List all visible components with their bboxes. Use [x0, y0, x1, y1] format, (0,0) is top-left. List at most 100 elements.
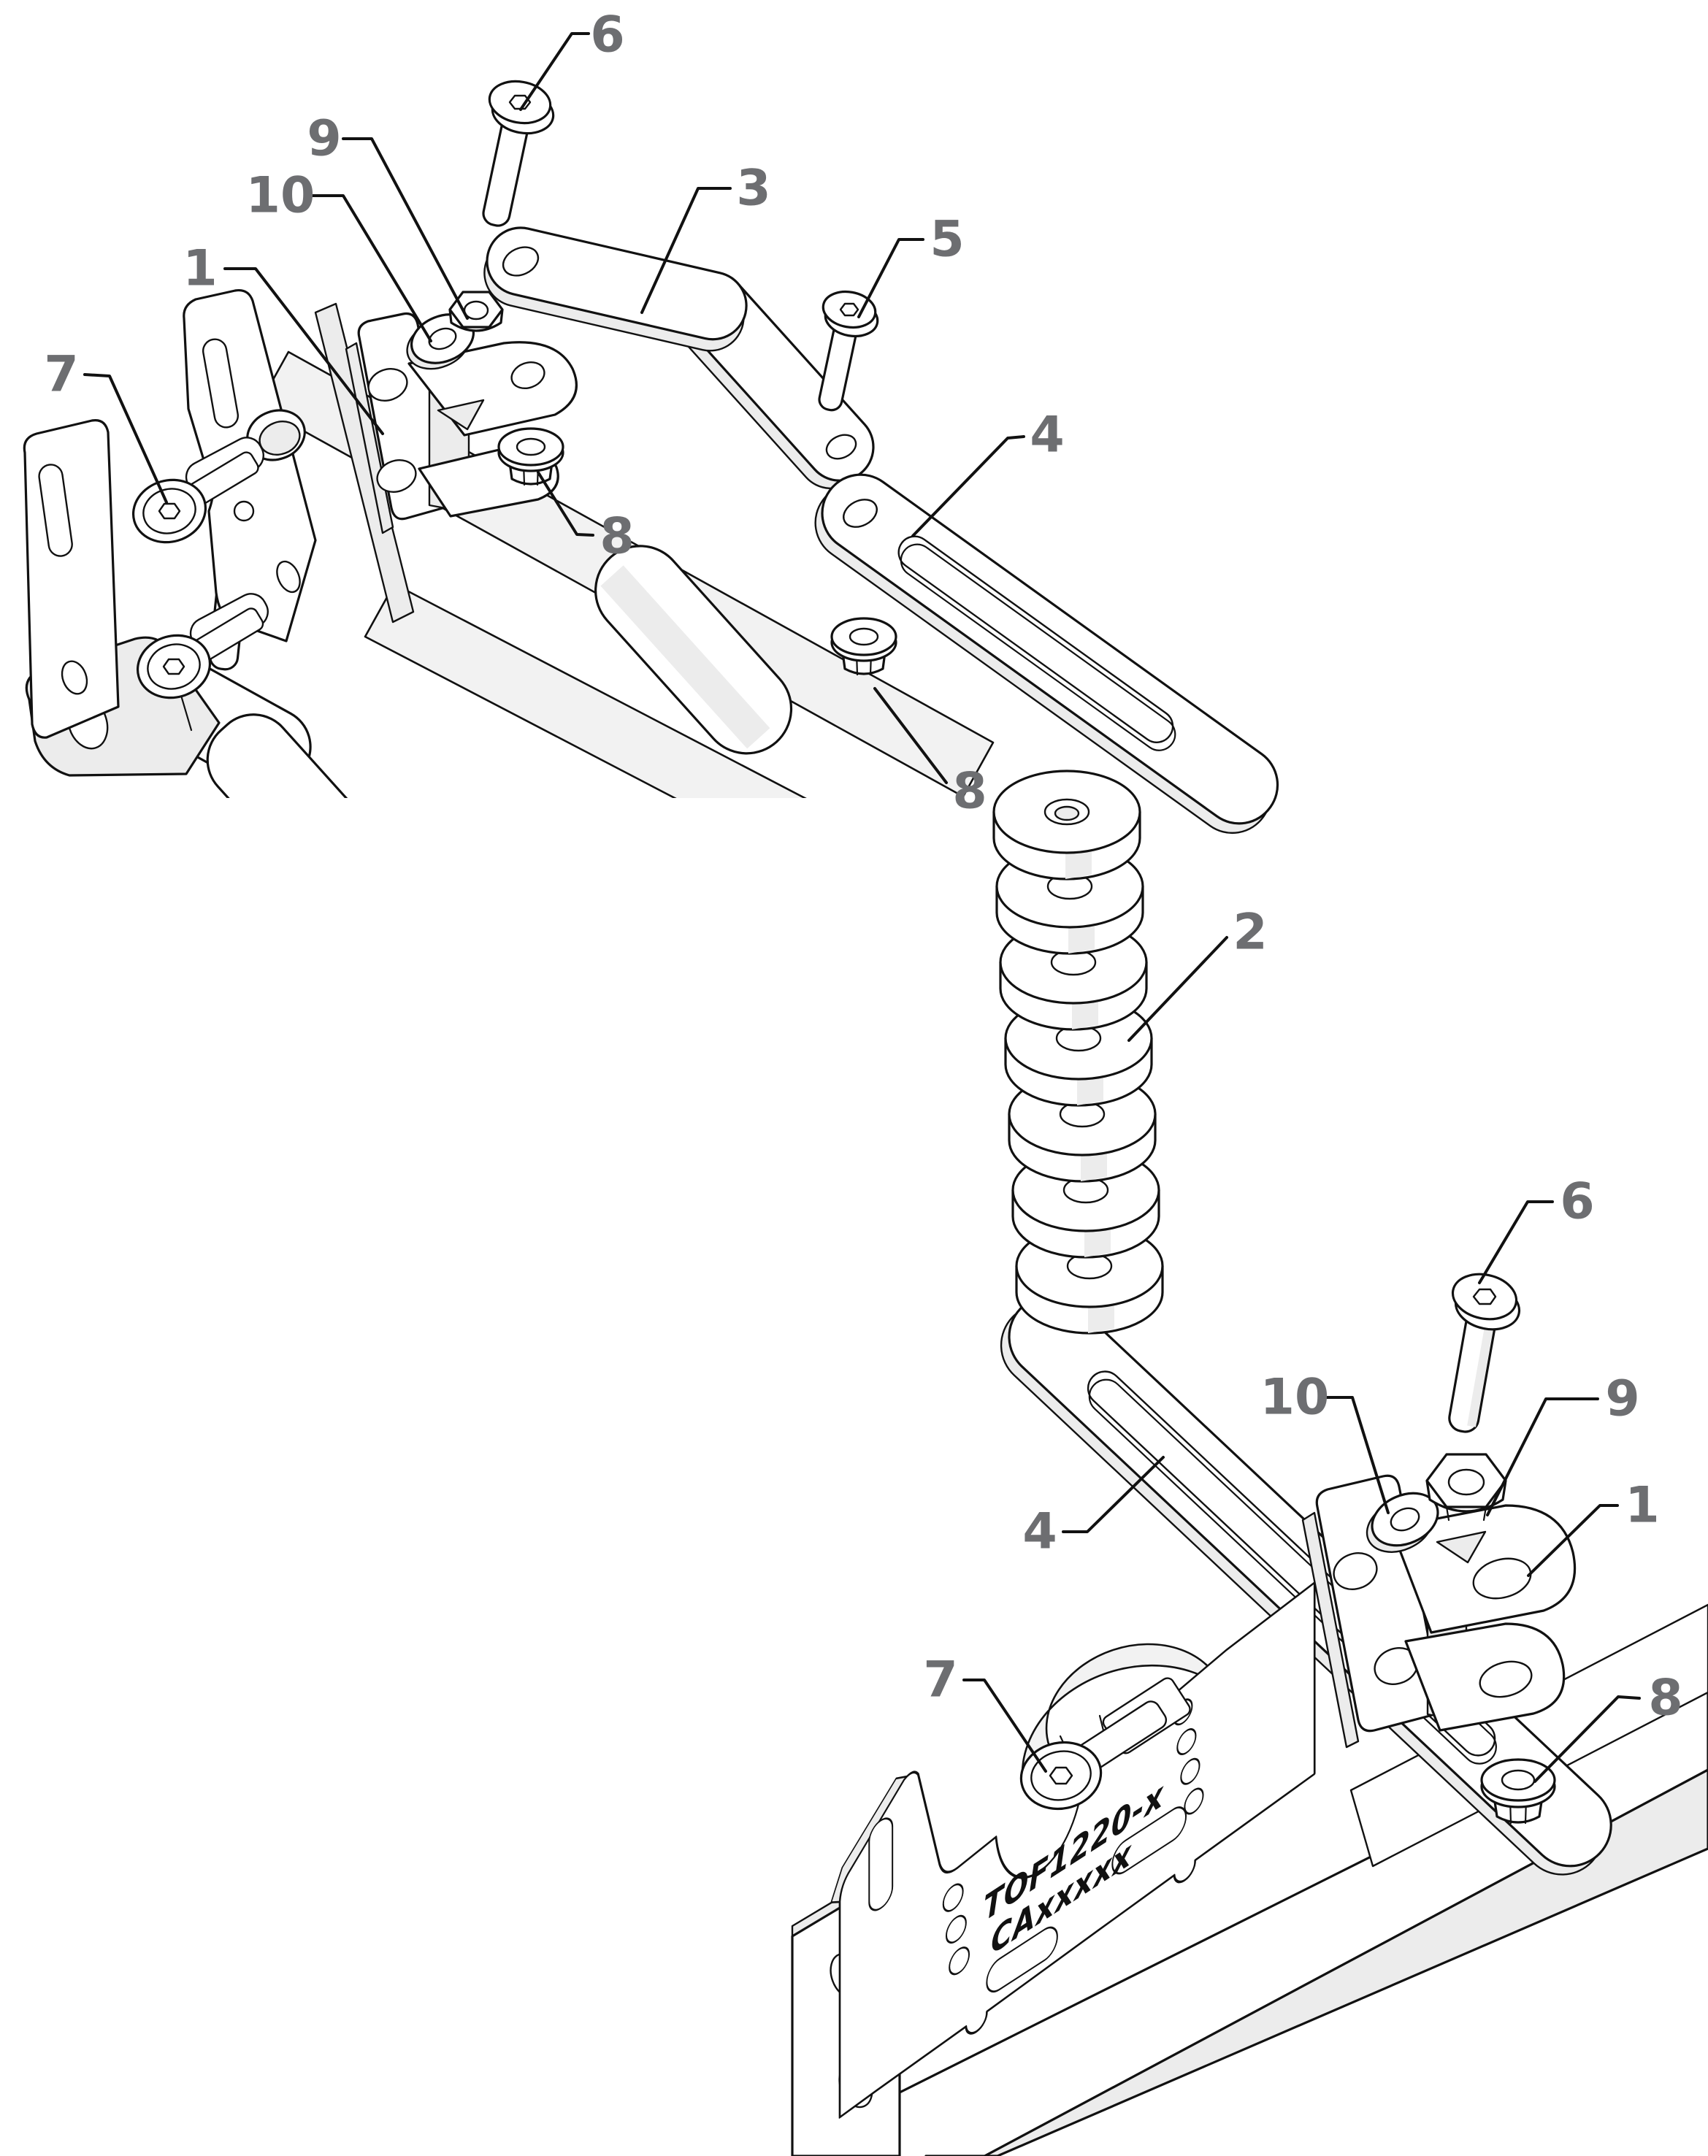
bracket-hole-top: [1333, 1552, 1378, 1590]
gusset-oval-hole: [276, 560, 301, 594]
bracket-tongue-lower-hole: [1479, 1660, 1533, 1698]
strap-slot: [897, 535, 1174, 743]
plate-slot-b: [1111, 1806, 1187, 1875]
callout-number: 8: [600, 508, 634, 566]
offset-link-arm: [483, 226, 875, 490]
callout-1-lower: 1: [1527, 1477, 1660, 1577]
gusset-left-oval: [61, 660, 88, 695]
gusset-small-hole: [233, 500, 255, 522]
callout-2-lower: 2: [1127, 904, 1268, 1042]
plate-hole: [1180, 1757, 1200, 1785]
spacer-shade: [1072, 999, 1098, 1029]
callout-4-lower: 4: [1022, 1456, 1165, 1561]
pivot-bracket-lower: [1301, 1474, 1577, 1749]
button-head-bolt-long-upper: [482, 80, 555, 227]
countersunk-screw-lower: [1019, 1677, 1191, 1811]
button-head-bolt-long-lower: [1448, 1273, 1521, 1433]
spacer-stack: [992, 770, 1164, 1335]
callout-5-upper: 5: [857, 211, 965, 318]
lower-view: TOF1220-x CAxxxxx: [791, 770, 1708, 2156]
hex-socket-icon: [1049, 1766, 1073, 1785]
callout-7-lower: 7: [923, 1651, 1047, 1773]
callouts: 6 9 10 1 3 5 7 8: [44, 7, 1683, 1783]
callout-10-upper: 10: [246, 167, 432, 342]
nut-facet: [1445, 1505, 1450, 1522]
callout-number: 9: [307, 110, 341, 168]
plate-hole: [1176, 1728, 1197, 1755]
plate-hole: [942, 1883, 964, 1912]
callout-number: 8: [1648, 1670, 1682, 1727]
leader-line: [1320, 1396, 1390, 1514]
strap-slot-inner-edge: [1088, 1378, 1497, 1765]
callout-number: 8: [952, 763, 987, 821]
callout-8-upper-a: 8: [537, 471, 635, 566]
bracket-tongue-hole: [1472, 1557, 1532, 1600]
callout-number: 6: [1560, 1173, 1594, 1231]
bracket-hole-top: [367, 368, 408, 402]
spacer-rod: [1054, 805, 1080, 821]
callout-number: 6: [590, 7, 624, 64]
spacer-shade: [1077, 1075, 1103, 1105]
arm-hole-left: [502, 246, 540, 277]
countersunk-screw-upper-b: [136, 607, 264, 699]
plate-face: [838, 1581, 1316, 2119]
callout-9-upper: 9: [307, 110, 469, 320]
nut-facet: [1482, 1505, 1487, 1522]
spacer-shade: [1081, 1151, 1107, 1181]
leader-line: [911, 435, 1025, 537]
callout-6-lower: 6: [1478, 1173, 1595, 1284]
hex-socket-icon: [162, 658, 185, 675]
callout-9-lower: 9: [1486, 1370, 1640, 1516]
leader-line: [857, 238, 924, 318]
plate-slot-a: [986, 1926, 1058, 1993]
spacer-shade: [1084, 1227, 1111, 1257]
plate-rear-sliver: [314, 302, 415, 624]
callout-number: 7: [923, 1651, 957, 1709]
strap-hole: [843, 499, 878, 528]
callout-number: 5: [930, 211, 964, 269]
washer-hole: [1390, 1507, 1420, 1532]
gusset-left-slot: [38, 464, 73, 557]
callout-number: 7: [44, 346, 78, 404]
bracket-chamfer: [1436, 1530, 1487, 1564]
leader-line: [640, 187, 732, 314]
callout-number: 3: [736, 160, 770, 218]
bracket-plate-edge: [1301, 1511, 1360, 1749]
spacer-shade: [1068, 923, 1095, 954]
spacer-1: [992, 770, 1141, 881]
gusset-slot: [202, 338, 240, 429]
arm-segment-a: [486, 226, 748, 341]
leader-line: [873, 687, 948, 784]
plate-wing-slot: [868, 1817, 894, 1911]
countersunk-screw-upper-a: [131, 451, 259, 544]
nut-hole: [849, 627, 879, 646]
strap-slot-inner-edge: [900, 543, 1176, 751]
spacer-4: [1004, 996, 1153, 1107]
hex-socket-icon: [1472, 1288, 1497, 1305]
nut-hole: [1501, 1769, 1536, 1791]
callout-number: 10: [246, 167, 315, 225]
callout-number: 2: [1233, 904, 1267, 962]
plate-hole: [945, 1914, 967, 1944]
spacer-shade: [1065, 848, 1092, 879]
callout-7-upper: 7: [44, 346, 168, 504]
hex-socket-icon: [158, 502, 181, 520]
hex-nut-lower: [1425, 1453, 1507, 1522]
leader-line: [1533, 1695, 1641, 1783]
leader-line: [1478, 1200, 1554, 1284]
plate-hole: [1184, 1787, 1204, 1815]
callout-3-upper: 3: [640, 160, 771, 314]
flanged-nut-lower: [1480, 1758, 1556, 1825]
upper-view: [23, 80, 1279, 835]
bracket-tongue-hole: [510, 361, 545, 390]
callout-number: 1: [1625, 1477, 1659, 1535]
leader-line: [83, 373, 168, 504]
hex-socket-icon: [839, 302, 859, 317]
slotted-strap-upper: [814, 473, 1279, 835]
spacer-shade: [1088, 1303, 1114, 1333]
callout-number: 4: [1030, 407, 1064, 464]
leader-line: [1527, 1504, 1619, 1577]
frame-tube-shade: [600, 565, 770, 749]
leader-line: [1127, 936, 1228, 1042]
callout-8-lower: 8: [1533, 1670, 1683, 1783]
